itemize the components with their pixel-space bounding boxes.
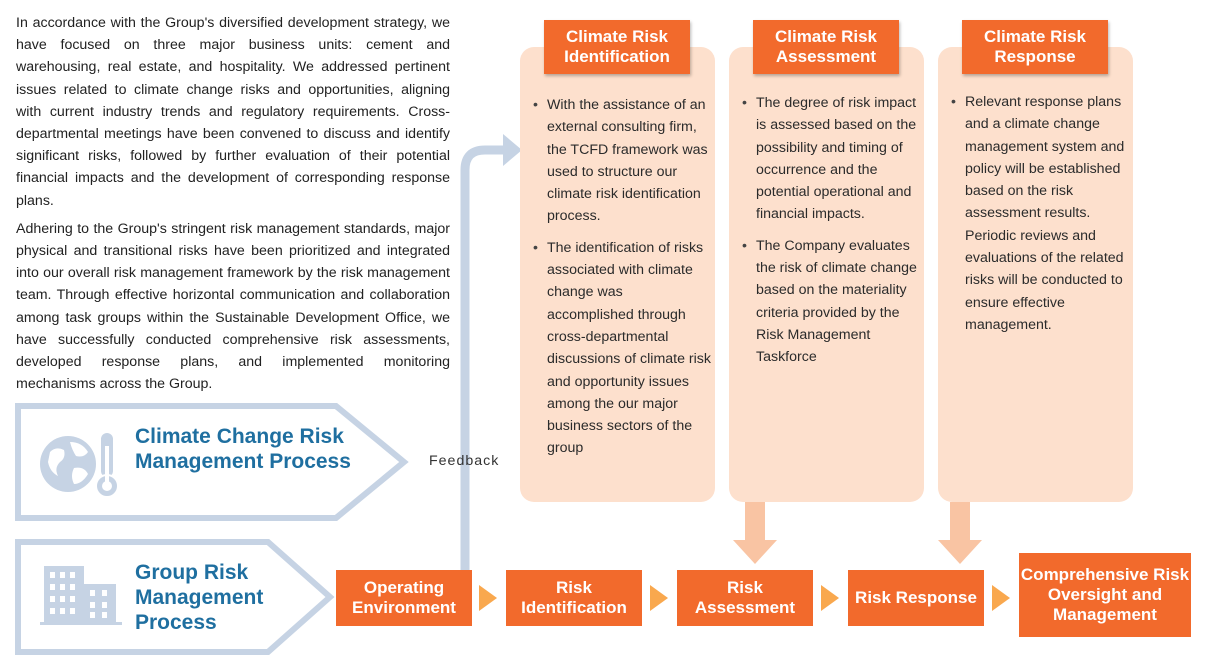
step-risk-response: Risk Response bbox=[848, 570, 984, 626]
list-item: The Company evaluates the risk of climat… bbox=[742, 235, 920, 369]
feedback-label: Feedback bbox=[429, 453, 500, 469]
panel-climate-risk-response: Relevant response plans and a climate ch… bbox=[938, 47, 1133, 502]
climate-process-label: Climate Change Risk Management Process bbox=[135, 425, 351, 473]
assessment-bullets: The degree of risk impact is assessed ba… bbox=[742, 92, 920, 378]
panel-title-assessment: Climate Risk Assessment bbox=[753, 20, 899, 74]
intro-paragraph-1: In accordance with the Group's diversifi… bbox=[16, 15, 450, 209]
panel-title-identification: Climate Risk Identification bbox=[544, 20, 690, 74]
step-operating-environment: Operating Environment bbox=[336, 570, 472, 626]
chevron-right-icon bbox=[650, 585, 668, 611]
intro-paragraph-2: Adhering to the Group's stringent risk m… bbox=[16, 220, 450, 393]
list-item: Relevant response plans and a climate ch… bbox=[951, 91, 1129, 336]
globe-thermometer-icon bbox=[40, 431, 119, 498]
chevron-right-icon bbox=[992, 585, 1010, 611]
panel-climate-risk-identification: With the assistance of an external consu… bbox=[520, 47, 715, 502]
down-arrow-response bbox=[938, 502, 982, 564]
response-bullets: Relevant response plans and a climate ch… bbox=[951, 91, 1129, 345]
list-item: The identification of risks associated w… bbox=[533, 237, 711, 460]
list-item: The degree of risk impact is assessed ba… bbox=[742, 92, 920, 226]
intro-text: In accordance with the Group's diversifi… bbox=[16, 12, 450, 401]
step-risk-assessment: Risk Assessment bbox=[677, 570, 813, 626]
panel-climate-risk-assessment: The degree of risk impact is assessed ba… bbox=[729, 47, 924, 502]
chevron-right-icon bbox=[821, 585, 839, 611]
step-comprehensive-oversight: Comprehensive Risk Oversight and Managem… bbox=[1019, 553, 1191, 637]
list-item: With the assistance of an external consu… bbox=[533, 94, 711, 228]
panel-title-response: Climate Risk Response bbox=[962, 20, 1108, 74]
identification-bullets: With the assistance of an external consu… bbox=[533, 94, 711, 469]
group-process-label: Group Risk Management Process bbox=[135, 561, 264, 634]
office-buildings-icon bbox=[40, 566, 122, 625]
step-risk-identification: Risk Identification bbox=[506, 570, 642, 626]
down-arrow-assessment bbox=[733, 502, 777, 564]
chevron-right-icon bbox=[479, 585, 497, 611]
